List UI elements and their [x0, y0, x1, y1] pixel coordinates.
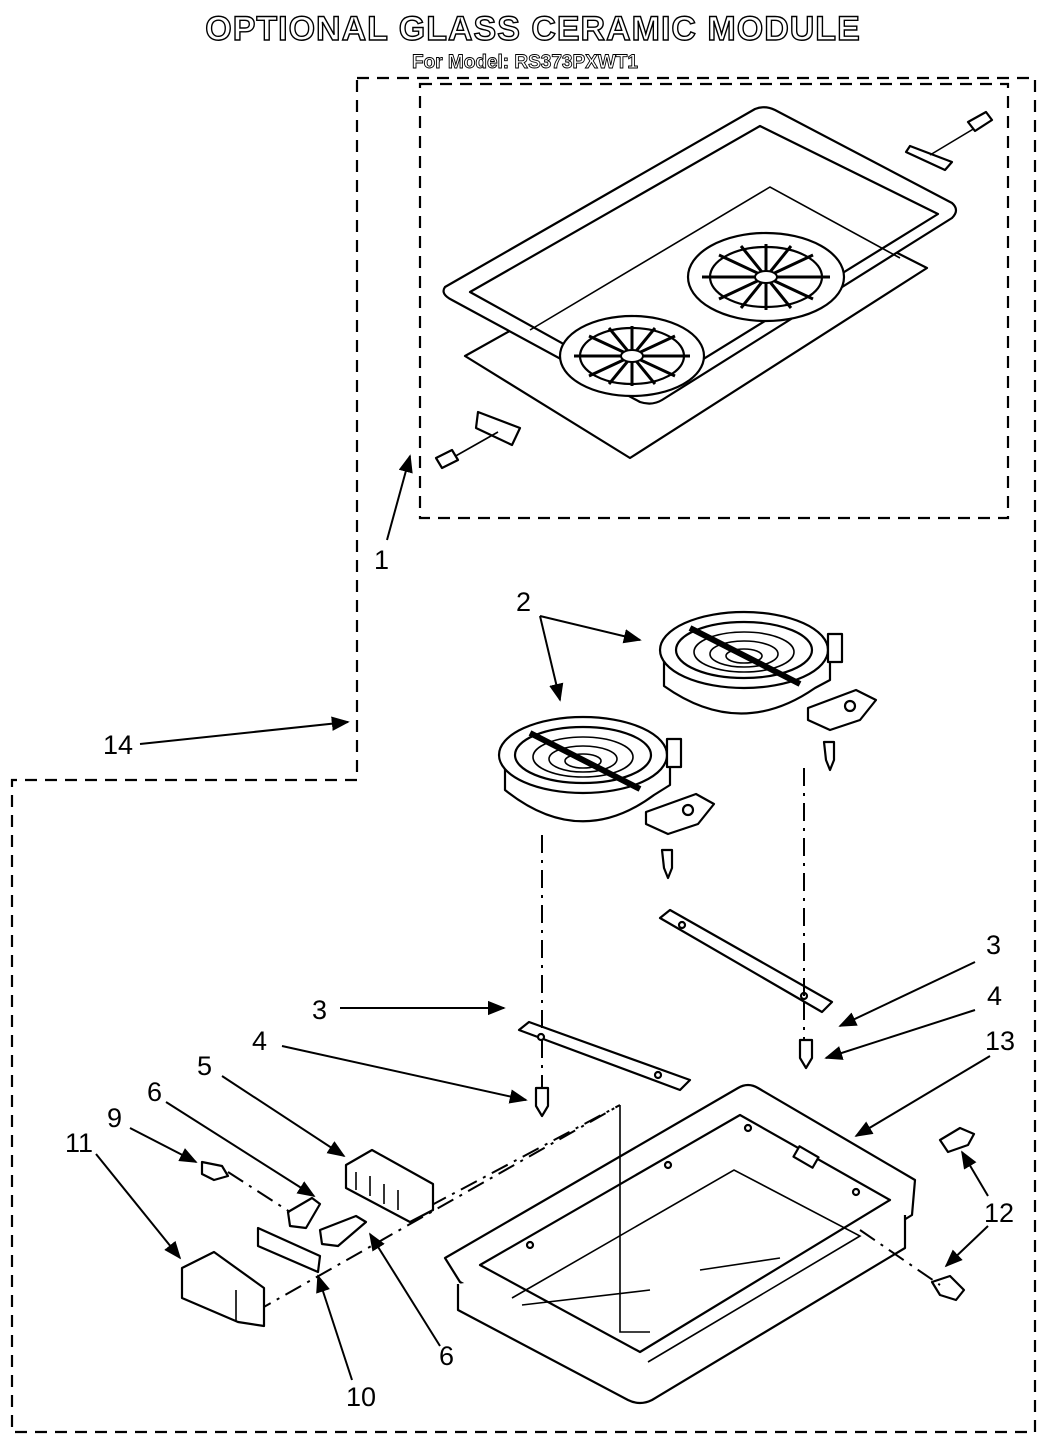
terminal-insulator-right: [318, 1214, 368, 1248]
callout-4-front: 4: [252, 1026, 267, 1056]
frame-screw-right: [966, 110, 994, 133]
box-screw-lower: [930, 1274, 966, 1302]
terminal-block: [344, 1148, 435, 1224]
callout-leaders: [95, 454, 991, 1381]
callout-1: 1: [374, 545, 389, 575]
callout-9: 9: [107, 1103, 122, 1133]
radiant-element-right: [686, 231, 846, 323]
box-screw-upper: [938, 1126, 976, 1154]
frame-clip-right: [904, 144, 954, 172]
module-boundary: [10, 76, 1037, 1434]
callout-6-upper: 6: [147, 1077, 162, 1107]
glass-top-assembly: [434, 106, 994, 470]
callout-6-lower: 6: [439, 1341, 454, 1371]
burner-box: [443, 1083, 917, 1405]
callout-10: 10: [346, 1382, 376, 1412]
model-subtitle: For Model: RS373PXWT1: [412, 52, 638, 73]
callout-4-rear: 4: [987, 981, 1002, 1011]
callout-numbers: 1 2 14 3 3 4 4 13 5 6 9 11 12 6 10: [65, 545, 1015, 1412]
callout-13: 13: [985, 1026, 1015, 1056]
callout-2: 2: [516, 587, 531, 617]
bracket-screw-front: [534, 1086, 550, 1118]
callout-3-front: 3: [312, 995, 327, 1025]
callout-12: 12: [984, 1198, 1014, 1228]
frame-clip-left: [474, 410, 522, 447]
surface-unit-front: [497, 715, 716, 880]
support-bracket-rear: [658, 908, 834, 1014]
terminal-block-screw: [200, 1160, 230, 1182]
callout-3-rear: 3: [986, 930, 1001, 960]
frame-screw-left: [434, 448, 460, 470]
terminal-mounting-bracket: [256, 1226, 322, 1274]
page-title: OPTIONAL GLASS CERAMIC MODULE: [205, 10, 861, 48]
callout-14: 14: [103, 730, 133, 760]
terminal-insulator-left: [286, 1196, 322, 1230]
terminal-cover: [180, 1250, 266, 1328]
callout-11: 11: [65, 1128, 93, 1158]
support-bracket-front: [517, 1020, 692, 1092]
callout-5: 5: [197, 1051, 212, 1081]
glass-top-boundary: [418, 82, 1010, 520]
surface-unit-rear: [658, 610, 878, 772]
bracket-screw-rear: [798, 1038, 814, 1070]
radiant-element-left: [558, 314, 706, 398]
